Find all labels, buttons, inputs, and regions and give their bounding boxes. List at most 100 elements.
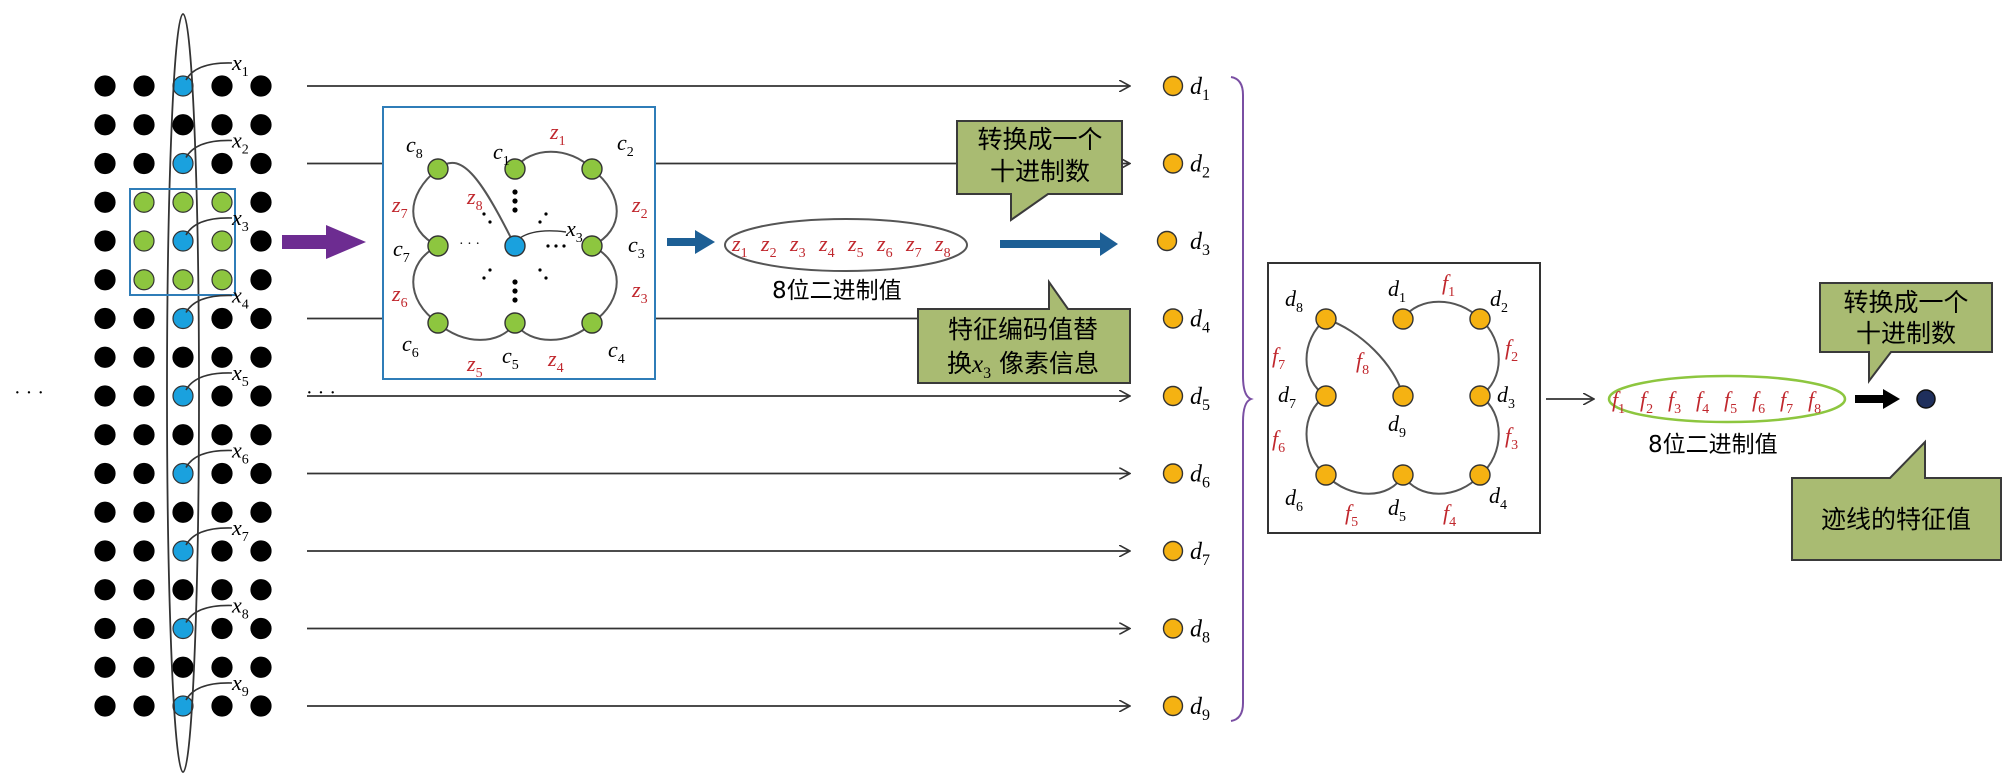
grid-pixel [250,501,272,523]
callout-decimal-1-line1: 转换成一个 [977,125,1102,154]
grid-pixel [133,656,155,678]
grid-pixel [172,695,194,717]
f-code-item: f2 [1640,387,1653,417]
grid-pixel [94,695,116,717]
x-label: x2 [231,128,249,158]
spoke-dot [488,268,492,272]
d-point-label: d9 [1190,694,1210,724]
spoke-dot [482,276,486,280]
grid-pixel [250,540,272,562]
grid-pixel [172,656,194,678]
d-point-label: d1 [1190,74,1210,104]
spoke-dot [544,276,548,280]
d-point [1162,153,1184,174]
x-label: x8 [231,593,249,623]
grid-pixel [250,230,272,252]
grid-pixel [250,346,272,368]
f-code-item: f8 [1808,387,1821,417]
grid-pixel [94,346,116,368]
grid-pixel [133,540,155,562]
grid-pixel [250,307,272,330]
grid-pixel [133,75,155,97]
trace-node [1392,385,1414,407]
z-label: z3 [631,277,648,307]
callout-decimal-1-line2: 十进制数 [990,157,1090,186]
spoke-dot [512,297,518,303]
grid-pixel [133,191,155,213]
d-label: d3 [1497,382,1515,412]
grid-pixel [172,230,194,252]
neighbor-node [504,312,526,334]
grid-pixel [211,152,233,175]
neighbor-node [581,312,603,334]
c-label: c1 [493,139,510,169]
black-arrow [1855,389,1900,409]
f-code-item: f5 [1724,387,1737,417]
grid-pixel [211,540,233,562]
f-label: f5 [1345,500,1358,530]
x-leader-line [185,527,233,546]
grid-pixel [211,346,233,368]
blue-arrow-1 [667,230,715,254]
spoke-dot [512,207,518,213]
neighbor-node [581,158,603,180]
grid-pixel [94,540,116,562]
d-point-label: d8 [1190,617,1210,647]
grid-pixel [133,385,155,407]
d-point-label: d5 [1190,384,1210,414]
d-point [1162,540,1184,562]
grid-pixel [94,424,116,446]
x3-leader [519,230,567,239]
z-code-item: z5 [847,231,864,261]
d-point-label: d2 [1190,152,1210,182]
grid-pixel [250,152,272,175]
grid-pixel [211,579,233,601]
grid-pixel [211,269,233,291]
grid-pixel [172,75,194,97]
grid-pixel [211,114,233,136]
grid-pixel [133,114,155,136]
d-label: d5 [1388,495,1406,525]
purple-arrow [282,225,366,259]
spoke-dot [512,288,518,294]
grid-pixel [211,462,233,485]
c-label: c3 [628,232,645,262]
x-label: x1 [231,50,249,80]
grid-pixel [211,75,233,97]
x-leader-line [185,62,233,81]
callout-trace-value-text: 迹线的特征值 [1821,505,1971,534]
spoke-dot [544,212,548,216]
grid-pixel [94,269,116,291]
z-code-item: z2 [760,231,777,261]
grid-pixel [133,269,155,291]
grid-pixel [250,656,272,678]
neighbor-node [504,158,526,180]
spoke-dot [488,220,492,224]
grid-pixel [94,617,116,640]
grid-pixel [133,424,155,446]
callout-decimal-2-line1: 转换成一个 [1843,288,1968,317]
grid-pixel [172,307,194,330]
f-label: f3 [1505,423,1518,453]
grid-pixel [250,114,272,136]
trace-node [1469,464,1491,486]
grid-pixel [211,307,233,330]
grid-pixel [133,152,155,175]
trace-node [1315,385,1337,407]
grid-left-ellipsis: · · · [14,382,44,404]
d-point [1162,308,1184,329]
neighbor-node [427,158,449,180]
trace-node [1315,464,1337,486]
f-label: f7 [1272,343,1285,373]
x-label: x4 [231,283,249,313]
d-point-label: d4 [1190,307,1210,337]
x-leader-line [185,139,233,158]
callout-replace: 特征编码值替 换x3 像素信息 [917,278,1131,384]
f-code-item: f3 [1668,387,1681,417]
spoke-dot [512,279,518,285]
spoke-dot [512,189,518,195]
grid-pixel [211,191,233,213]
d-point-label: d7 [1190,539,1210,569]
